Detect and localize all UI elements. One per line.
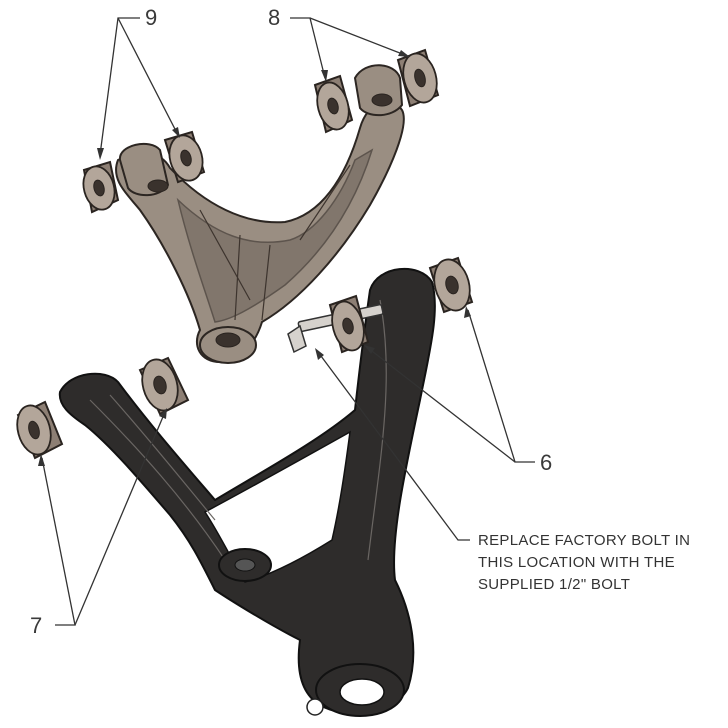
bushing-7-left: [16, 400, 64, 460]
bolt-note-line-2: THIS LOCATION WITH THE: [478, 554, 675, 571]
bolt-note-line-1: REPLACE FACTORY BOLT IN: [478, 532, 690, 549]
bolt-note-line-3: SUPPLIED 1/2" BOLT: [478, 576, 630, 593]
callout-7: 7: [30, 613, 42, 638]
bushing-6-left: [328, 294, 370, 354]
callout-8: 8: [268, 5, 280, 30]
callout-9: 9: [145, 5, 157, 30]
bushing-8-left: [313, 74, 354, 134]
bushing-7-right: [138, 356, 190, 416]
bushing-6-right: [428, 256, 474, 314]
leader-lines: [38, 17, 535, 626]
upper-control-arm: [115, 64, 405, 364]
lower-control-arm: [58, 267, 436, 717]
bushing-8-right: [396, 48, 440, 108]
callout-6: 6: [540, 450, 552, 475]
bushing-9-right: [163, 130, 206, 184]
bushing-9-left: [82, 160, 120, 214]
